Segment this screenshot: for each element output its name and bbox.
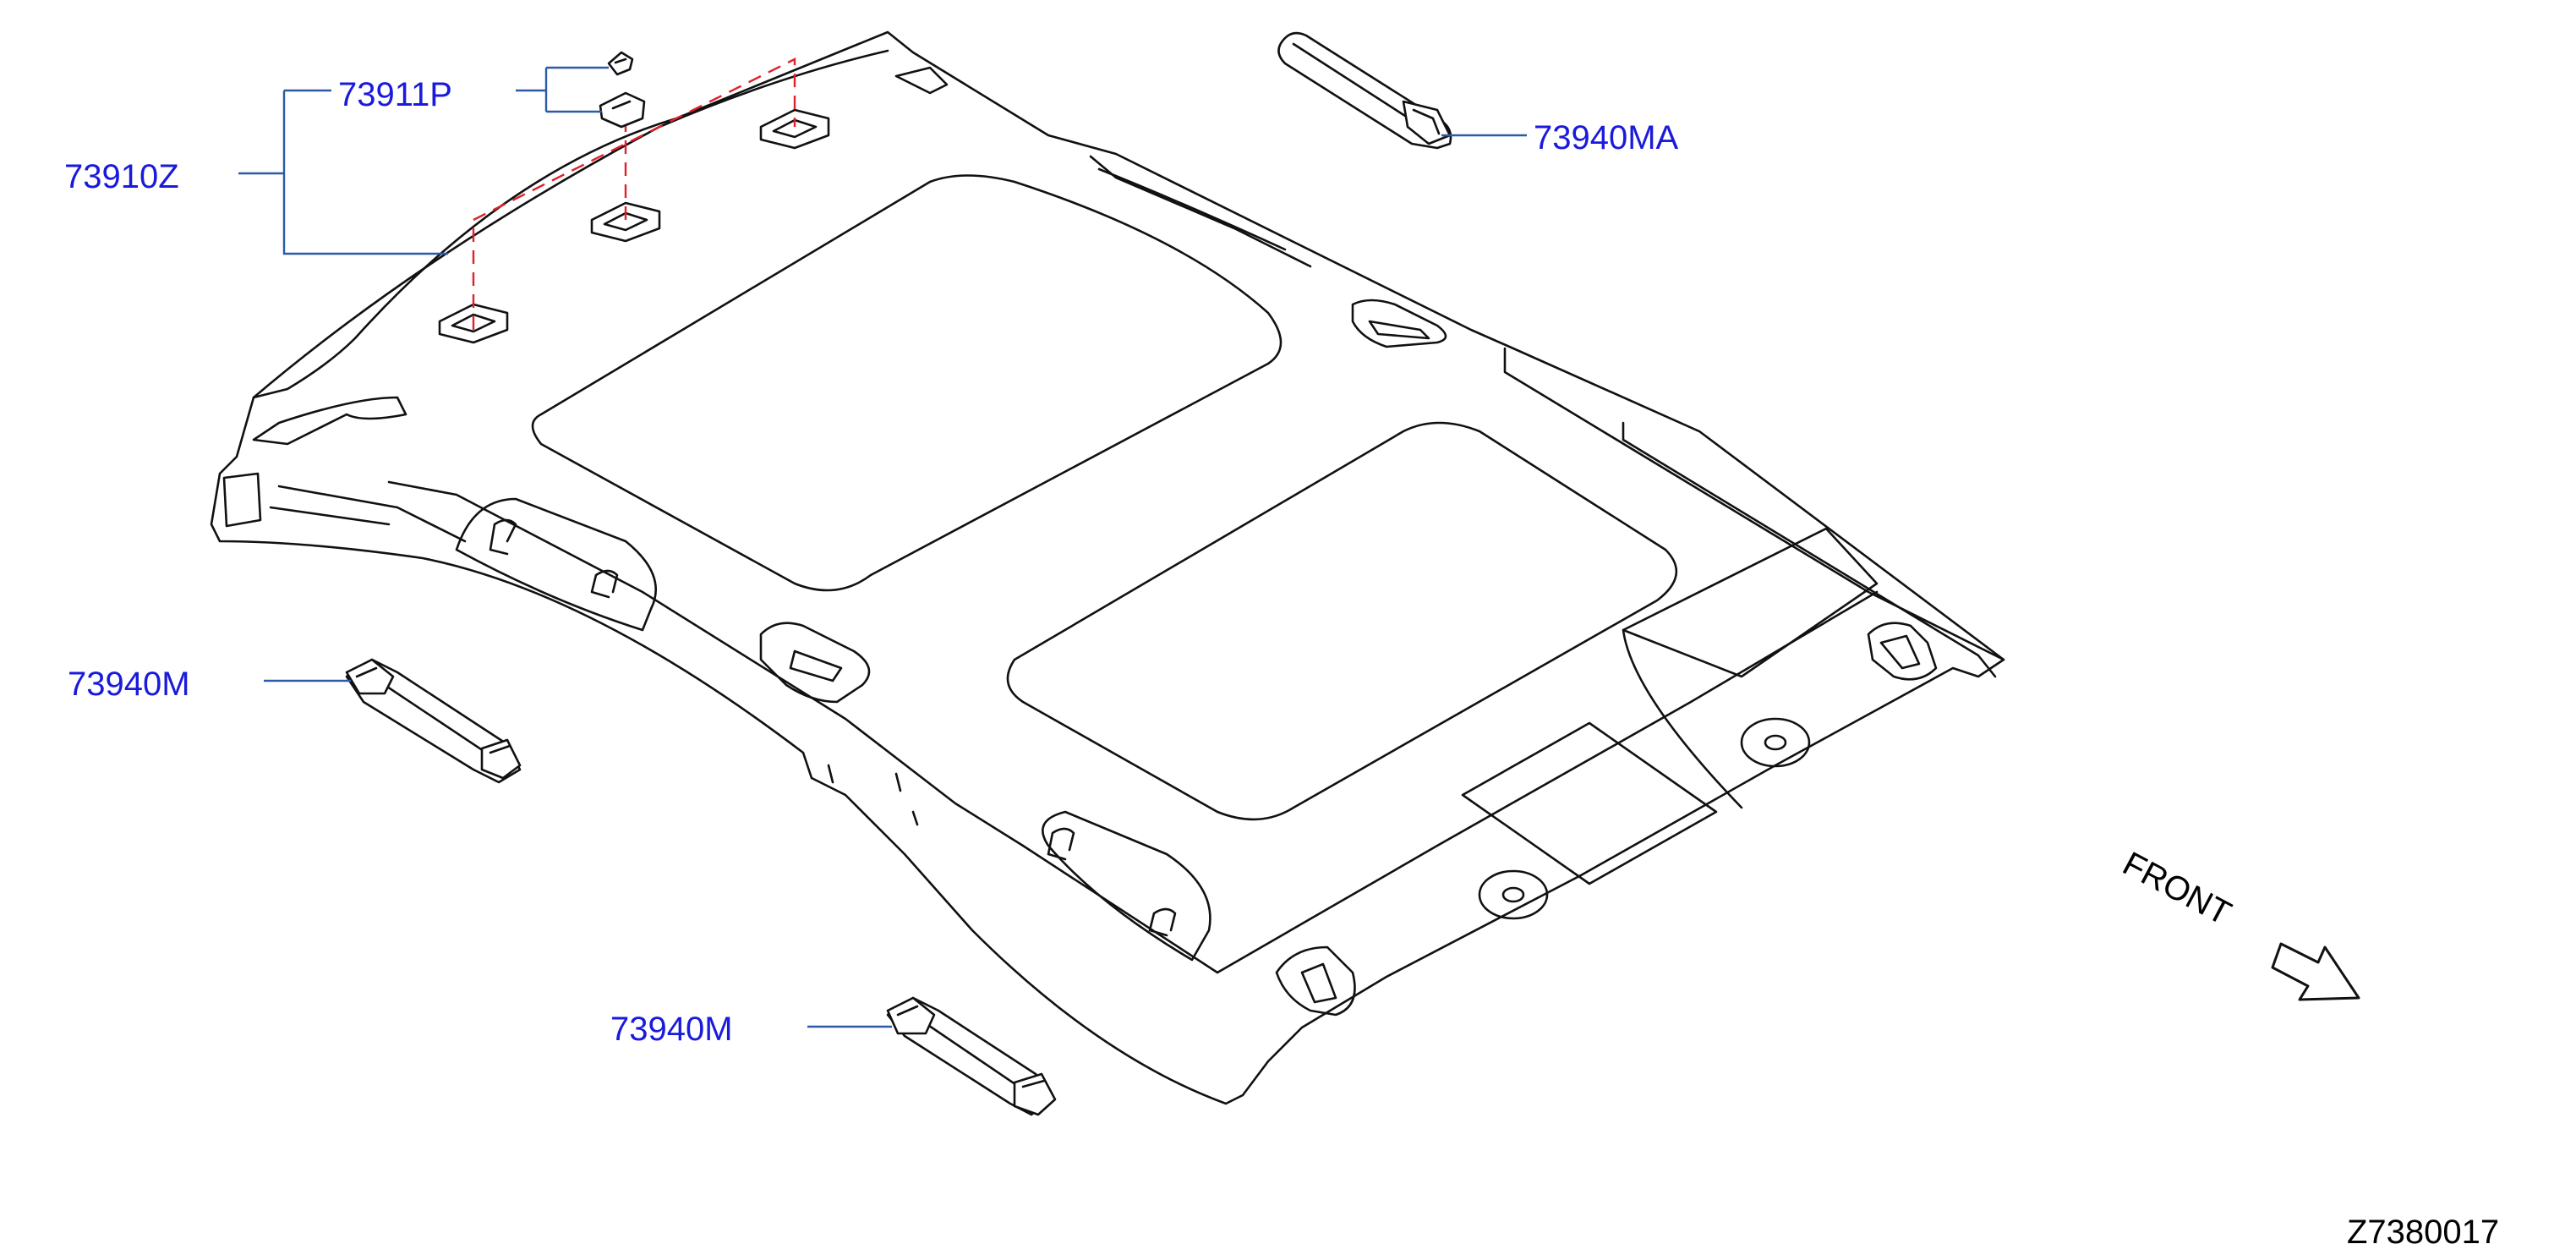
rear-right-lamp <box>1867 622 1938 681</box>
front-arrow-icon <box>2271 942 2360 1001</box>
round-grommet <box>1740 717 1811 768</box>
clip-hole <box>759 108 830 150</box>
clip-part-upper <box>607 51 634 76</box>
round-grommet <box>1478 869 1549 920</box>
leader-lines <box>238 66 1527 1028</box>
label-grip-left-lower: 73940M <box>610 1011 733 1048</box>
clip-part-lower <box>599 91 646 129</box>
front-pocket <box>1275 945 1356 1017</box>
assist-grip-left-upper <box>345 658 522 784</box>
assist-grip-left-lower <box>886 996 1057 1116</box>
front-direction-marker: FRONT <box>2117 845 2360 1001</box>
diagram-reference-code: Z7380017 <box>2347 1214 2499 1251</box>
lamp-cutout <box>759 622 871 704</box>
assist-grip-front-right <box>1277 31 1452 150</box>
label-clip: 73911P <box>338 76 452 113</box>
headlining-panel <box>210 30 2005 1105</box>
front-label: FRONT <box>2117 845 2237 933</box>
clip-hole <box>590 201 661 243</box>
front-slit-cutout <box>1351 299 1447 348</box>
clip-reference-dashes <box>472 58 796 330</box>
label-grip-front-right: 73940MA <box>1534 119 1679 156</box>
label-grip-left-upper: 73940M <box>68 666 190 703</box>
label-headlining: 73910Z <box>64 158 179 195</box>
